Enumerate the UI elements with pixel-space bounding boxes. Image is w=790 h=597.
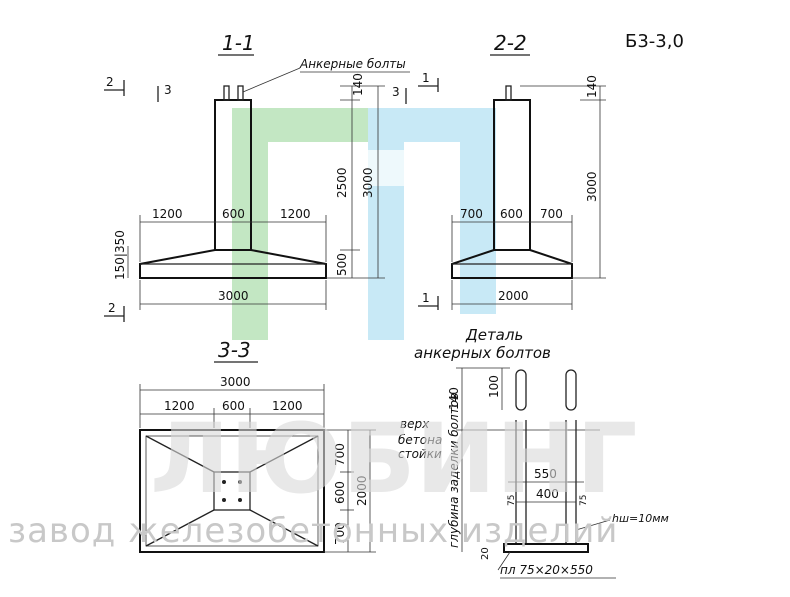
dim-1-1-1200-right: 1200 — [280, 207, 311, 221]
detail-dim-100: 100 — [487, 375, 501, 398]
marker-3-left: 3 — [164, 83, 172, 97]
column-plan — [213, 471, 251, 511]
footing-2-2 — [451, 249, 573, 279]
dim-2-2-700-left: 700 — [460, 207, 483, 221]
detail-dim-400: 400 — [536, 487, 559, 501]
dim-1-1-1200-left: 1200 — [152, 207, 183, 221]
dim-3-3-1200-right: 1200 — [272, 399, 303, 413]
anchor-bolt-2-2 — [505, 85, 512, 101]
detail-base-plate — [503, 543, 589, 553]
dim-1-1-150-350: 150|350 — [113, 230, 127, 280]
detail-dim-20: 20 — [480, 547, 491, 560]
detail-bolt-top-right — [565, 369, 577, 411]
dim-3-3-3000: 3000 — [220, 375, 251, 389]
detail-plate-spec: пл 75×20×550 — [500, 563, 593, 577]
dim-2-2-2000: 2000 — [498, 289, 529, 303]
watermark-subtitle: завод железобетонных изделий — [8, 511, 618, 551]
anchor-bolt-left — [223, 85, 230, 101]
dim-3-3-2000: 2000 — [355, 475, 369, 506]
detail-label-top: верх — [400, 417, 430, 431]
watermark-logo-graphic — [232, 108, 496, 340]
dim-3-3-1200-left: 1200 — [164, 399, 195, 413]
view-2-2: 700 600 700 2000 140 3000 — [451, 75, 606, 310]
detail-dim-140: 140 — [447, 387, 461, 410]
dim-3-3-700-top: 700 — [333, 443, 347, 466]
detail-dim-550: 550 — [534, 467, 557, 481]
marker-1-bottom: 1 — [422, 291, 430, 305]
dim-1-1-3000: 3000 — [218, 289, 249, 303]
watermark-logo-text: ЛЮБИНГ — [150, 403, 637, 515]
detail-weld-size: hш=10мм — [612, 512, 669, 525]
detail-dim-75-right: 75 — [579, 495, 589, 506]
dim-1-1-500: 500 — [335, 253, 349, 276]
anchor-bolt-right — [237, 85, 244, 101]
detail-label-column: стойки — [398, 447, 442, 461]
column-1-1 — [214, 99, 252, 251]
section-label-1-1: 1-1 — [222, 31, 255, 55]
dim-2-2-600: 600 — [500, 207, 523, 221]
footing-plan-outer — [139, 429, 325, 553]
dim-2-2-140: 140 — [585, 75, 599, 98]
dim-3-3-700-bottom: 700 — [333, 522, 347, 545]
marker-3-right: 3 — [392, 85, 400, 99]
watermark-blue-bar — [368, 108, 404, 340]
view-1-1: Анкерные болты 1200 600 1200 3000 140 25… — [113, 57, 410, 310]
drawing-title: Б3-3,0 — [625, 31, 684, 52]
anchor-bolts-label: Анкерные болты — [299, 57, 406, 71]
dim-3-3-600-vert: 600 — [333, 481, 347, 504]
detail-depth-label: глубина заделки болтов — [447, 393, 461, 548]
dim-2-2-700-right: 700 — [540, 207, 563, 221]
detail-bolt-top-left — [515, 369, 527, 411]
detail-label-concrete: бетона — [398, 433, 442, 447]
watermark-green-top — [232, 108, 380, 142]
marker-2-bottom: 2 — [108, 301, 116, 315]
marker-1-top: 1 — [422, 71, 430, 85]
dim-1-1-600: 600 — [222, 207, 245, 221]
view-3-3: 3000 1200 600 1200 700 600 700 2000 — [139, 375, 376, 553]
watermark-blue-right — [460, 108, 496, 314]
anchor-bolt-detail: Деталь анкерных болтов 100 140 верх бето… — [398, 326, 669, 579]
marker-2-top: 2 — [106, 75, 114, 89]
footing-1-1 — [139, 249, 327, 279]
dim-2-2-3000-vert: 3000 — [585, 171, 599, 202]
column-2-2 — [493, 99, 531, 251]
dim-1-1-2500: 2500 — [335, 167, 349, 198]
dim-3-3-600: 600 — [222, 399, 245, 413]
detail-title-line-1: Деталь — [465, 326, 523, 344]
detail-title-line-2: анкерных болтов — [414, 344, 551, 362]
detail-dim-75-left: 75 — [507, 495, 517, 506]
dim-1-1-140: 140 — [351, 73, 365, 96]
section-label-3-3: 3-3 — [218, 338, 251, 362]
dim-1-1-3000-vert: 3000 — [361, 167, 375, 198]
section-label-2-2: 2-2 — [494, 31, 527, 55]
